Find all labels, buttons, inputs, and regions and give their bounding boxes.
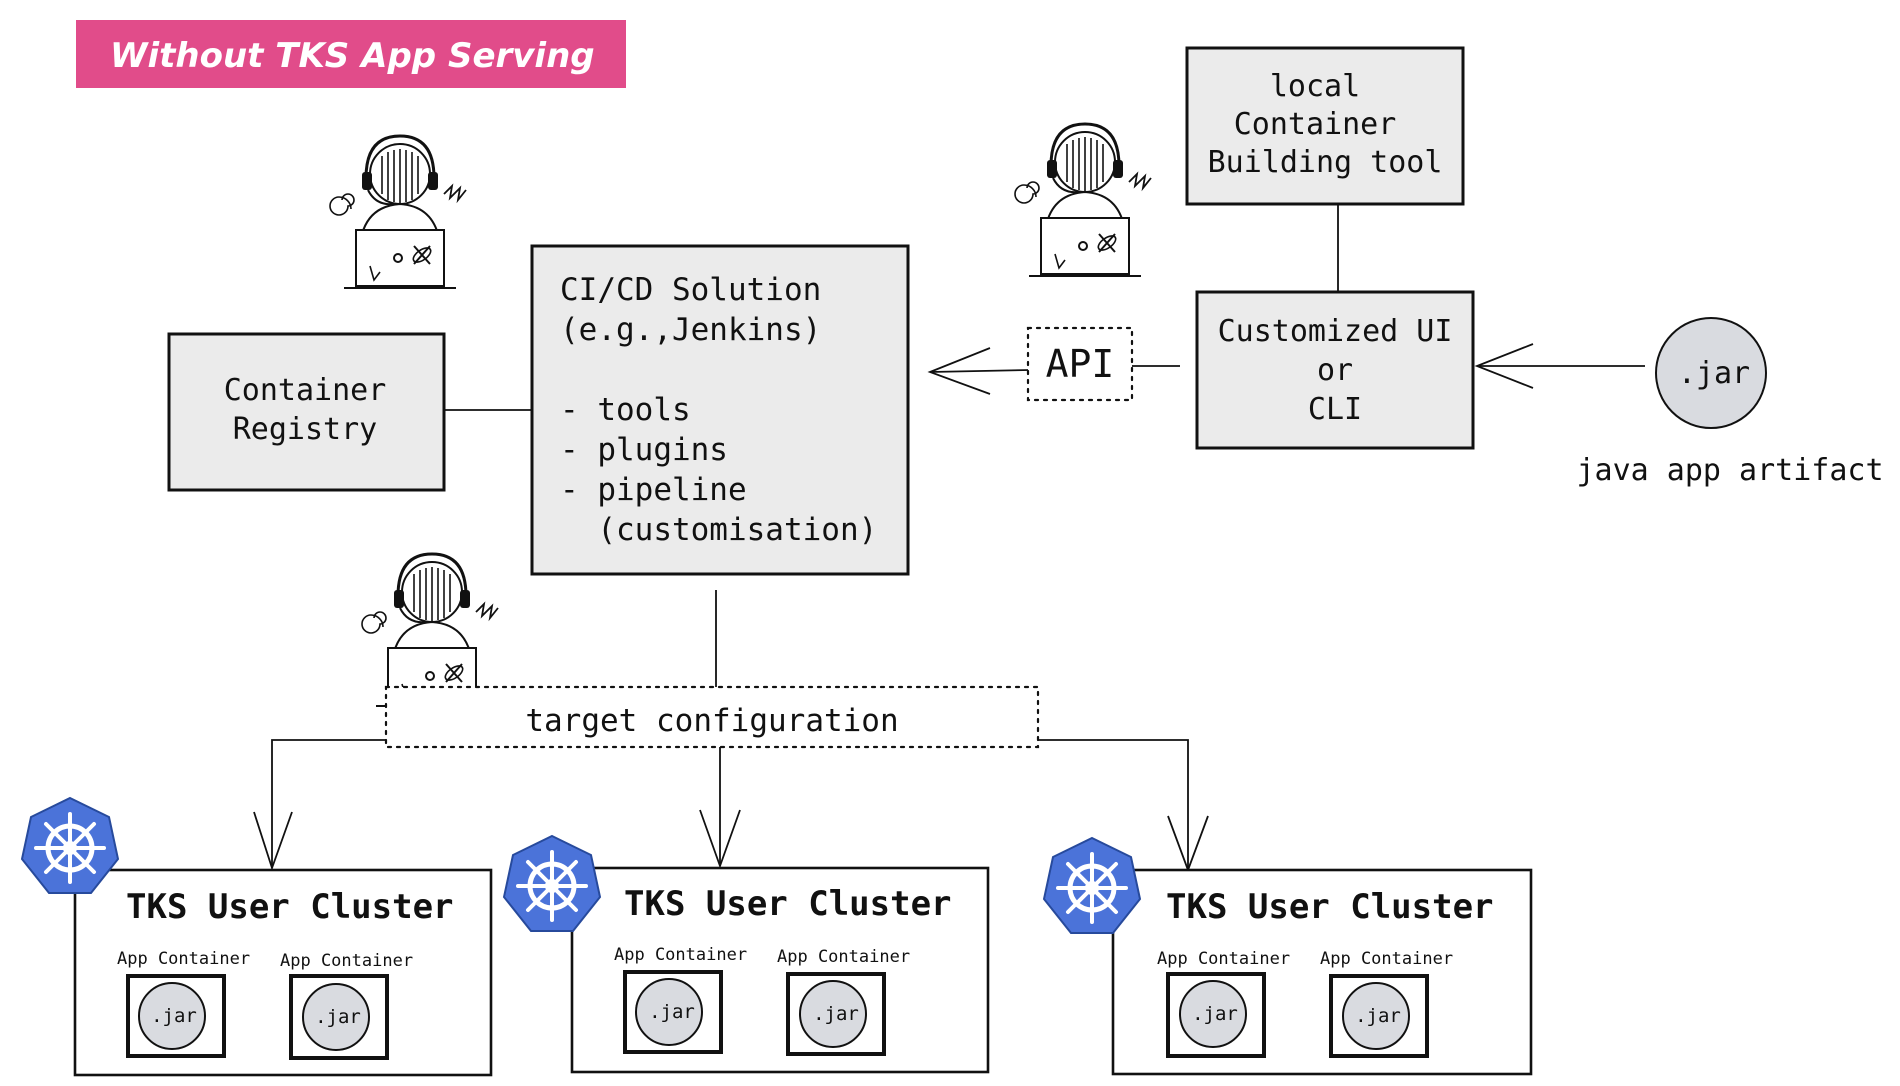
arrow-jar-to-ui xyxy=(1474,343,1645,389)
cicd-line-5: - plugins xyxy=(560,432,728,468)
cluster-1-title: TKS User Cluster xyxy=(126,887,454,927)
cicd-solution-box: CI/CD Solution (e.g.,Jenkins) - tools - … xyxy=(530,244,910,576)
jar-artifact-label: .jar xyxy=(1678,356,1750,391)
cluster-2-jar-2: .jar xyxy=(813,1003,859,1025)
cluster-2-jar-1: .jar xyxy=(649,1001,695,1023)
target-configuration-box xyxy=(384,685,1040,749)
cicd-line-6: - pipeline xyxy=(560,472,747,508)
registry-line-1: Container xyxy=(224,373,387,408)
banner-title: Without TKS App Serving xyxy=(110,36,595,76)
arrow-to-cluster-2 xyxy=(699,747,741,869)
cluster-1-jar-2: .jar xyxy=(315,1006,361,1028)
custom-ui-line-2: or xyxy=(1317,353,1353,388)
cluster-3-jar-1: .jar xyxy=(1192,1003,1238,1025)
cluster-2-container-2-label: App Container xyxy=(777,947,910,967)
operator-with-laptop-icon xyxy=(328,134,468,334)
cluster-2-container-1-label: App Container xyxy=(614,945,747,965)
customized-ui-box: Customized UI or CLI xyxy=(1195,290,1475,450)
local-tool-line-1: local xyxy=(1270,69,1360,104)
container-registry-box: Container Registry xyxy=(167,332,446,492)
local-tool-line-3: Building tool xyxy=(1208,145,1443,180)
operator-with-laptop-icon xyxy=(1013,122,1153,322)
cluster-1-container-2-label: App Container xyxy=(280,951,413,971)
banner-background xyxy=(76,20,626,88)
arrow-to-cluster-1 xyxy=(253,739,386,871)
cluster-3-jar-2: .jar xyxy=(1355,1005,1401,1027)
cluster-1-container-1-label: App Container xyxy=(117,949,250,969)
arrow-to-cluster-3 xyxy=(1038,739,1209,873)
cluster-2-title: TKS User Cluster xyxy=(624,884,952,924)
jar-artifact-caption: java app artifact xyxy=(1576,453,1883,488)
cluster-3: TKS User Cluster App Container App Conta… xyxy=(1044,838,1533,1076)
api-label: API xyxy=(1046,342,1115,386)
local-container-tool-box: local Container Building tool xyxy=(1185,46,1465,206)
jar-artifact-circle xyxy=(1655,317,1767,429)
custom-ui-line-1: Customized UI xyxy=(1218,314,1453,349)
target-configuration-label: target configuration xyxy=(525,703,898,739)
api-label-box xyxy=(1026,326,1134,402)
local-tool-line-2: Container xyxy=(1234,107,1397,142)
cluster-1: TKS User Cluster App Container App Conta… xyxy=(22,798,493,1077)
registry-line-2: Registry xyxy=(233,412,378,447)
cluster-3-title: TKS User Cluster xyxy=(1166,887,1494,927)
arrow-ui-to-cicd xyxy=(927,347,1180,395)
cicd-line-7: (customisation) xyxy=(560,512,877,548)
cluster-1-jar-1: .jar xyxy=(151,1005,197,1027)
cicd-line-2: (e.g.,Jenkins) xyxy=(560,312,821,348)
cluster-2: TKS User Cluster App Container App Conta… xyxy=(504,836,990,1074)
cicd-line-4: - tools xyxy=(560,392,691,428)
custom-ui-line-3: CLI xyxy=(1308,392,1362,427)
cluster-3-container-2-label: App Container xyxy=(1320,949,1453,969)
cicd-line-1: CI/CD Solution xyxy=(560,272,821,308)
cluster-3-container-1-label: App Container xyxy=(1157,949,1290,969)
